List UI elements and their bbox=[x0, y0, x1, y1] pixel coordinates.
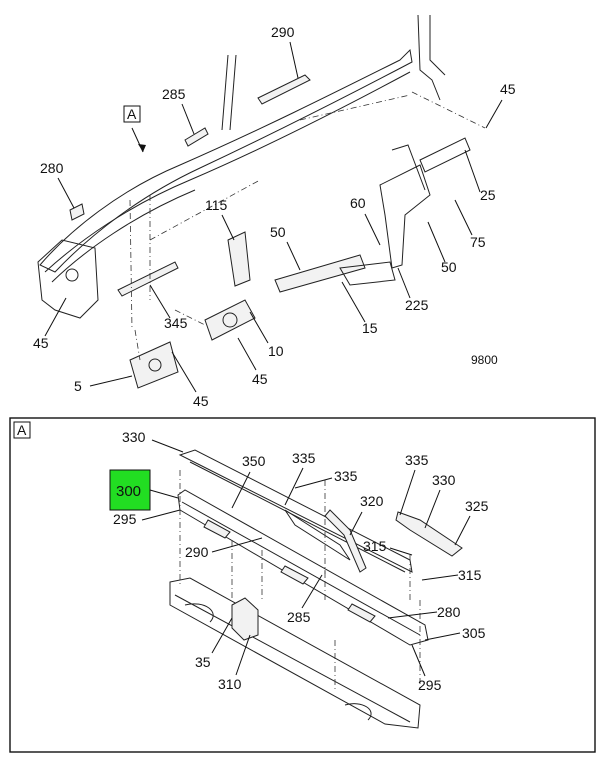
callout: 315 bbox=[363, 538, 387, 554]
callout: 115 bbox=[205, 197, 228, 213]
detail-tag-label: A bbox=[17, 422, 27, 438]
callout: 45 bbox=[33, 335, 49, 351]
callout: 330 bbox=[432, 472, 456, 488]
left-end-bracket bbox=[37, 239, 99, 319]
callout: 290 bbox=[271, 24, 295, 40]
bracket-280 bbox=[69, 203, 85, 221]
callout: 335 bbox=[334, 468, 358, 484]
callout: 290 bbox=[185, 544, 209, 560]
detail-view-frame bbox=[9, 417, 596, 753]
callout: 75 bbox=[470, 234, 486, 250]
callout: 225 bbox=[405, 297, 429, 313]
callout: 345 bbox=[164, 315, 188, 331]
callout: 295 bbox=[418, 677, 442, 693]
callout: 5 bbox=[74, 378, 82, 394]
detail-exploded-view bbox=[169, 449, 463, 729]
highlighted-callout-label[interactable]: 300 bbox=[116, 483, 141, 500]
callout: 35 bbox=[195, 654, 211, 670]
callout: 10 bbox=[268, 343, 284, 359]
callout: 45 bbox=[193, 393, 209, 409]
callout: 25 bbox=[480, 187, 496, 203]
callout: 315 bbox=[458, 567, 482, 583]
callout: 305 bbox=[462, 625, 486, 641]
upper-dash-panel bbox=[178, 449, 413, 573]
highlighted-callout-box[interactable] bbox=[109, 469, 151, 511]
callout: 50 bbox=[270, 224, 286, 240]
callout: 280 bbox=[40, 160, 64, 176]
callout: 295 bbox=[113, 511, 137, 527]
lower-dash-body bbox=[169, 577, 421, 729]
view-tag-box bbox=[123, 105, 141, 123]
bracket-15 bbox=[274, 254, 366, 293]
callout: 320 bbox=[360, 493, 384, 509]
callout: 50 bbox=[441, 259, 457, 275]
callout: 350 bbox=[242, 453, 266, 469]
plate-10 bbox=[204, 299, 256, 341]
main-exploded-view bbox=[37, 14, 486, 389]
figure-code: 9800 bbox=[471, 353, 498, 367]
callout: 15 bbox=[362, 320, 378, 336]
bracket-290 bbox=[257, 74, 311, 105]
support-345 bbox=[117, 261, 179, 297]
callout: 60 bbox=[350, 195, 366, 211]
column-support bbox=[379, 164, 431, 269]
tube-25 bbox=[419, 137, 471, 173]
callout: 280 bbox=[437, 604, 461, 620]
bracket-5 bbox=[129, 341, 179, 389]
bracket-115 bbox=[227, 231, 251, 287]
bracket-285 bbox=[184, 127, 209, 147]
callout: 325 bbox=[465, 498, 489, 514]
callout: 285 bbox=[162, 86, 186, 102]
callout: 330 bbox=[122, 429, 146, 445]
bracket-325 bbox=[395, 511, 463, 557]
main-callouts: 290 285 45 280 115 50 60 25 75 50 345 22… bbox=[33, 24, 516, 409]
callout: 45 bbox=[252, 371, 268, 387]
callout: 285 bbox=[287, 609, 311, 625]
detail-callouts: 330 350 335 335 335 330 325 295 320 290 … bbox=[113, 429, 489, 693]
dashboard-upper-panel bbox=[39, 48, 413, 273]
view-tag-label: A bbox=[127, 106, 137, 122]
bracket-310 bbox=[231, 597, 259, 641]
callout: 310 bbox=[218, 676, 242, 692]
detail-tag-box bbox=[13, 421, 31, 439]
callout: 335 bbox=[292, 450, 316, 466]
callout: 335 bbox=[405, 452, 429, 468]
callout: 45 bbox=[500, 81, 516, 97]
